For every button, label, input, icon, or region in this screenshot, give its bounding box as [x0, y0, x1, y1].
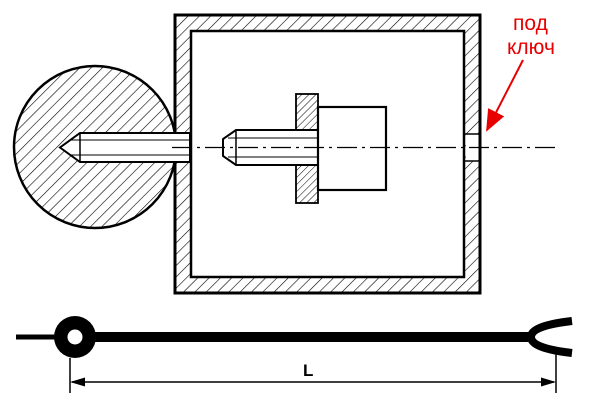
annotation-line2: ключ [507, 36, 555, 59]
dimension-arrow-left [70, 377, 85, 387]
wrench-eye-hole [67, 329, 83, 345]
dimension-L: L [69, 354, 557, 393]
annotation-arrow [486, 59, 524, 132]
annotation-pod-klyuch: под ключ [486, 12, 555, 132]
screw-tip-left [58, 132, 191, 163]
dimension-label: L [303, 361, 313, 380]
dimension-arrow-right [541, 377, 556, 387]
wrench-tool [16, 316, 573, 358]
bolt-head [316, 105, 388, 192]
bolt-assembly [222, 93, 388, 204]
wrench-fork-end [526, 317, 573, 357]
annotation-line1: под [513, 12, 548, 35]
washer-bottom [295, 164, 319, 204]
washer-top [295, 93, 319, 131]
